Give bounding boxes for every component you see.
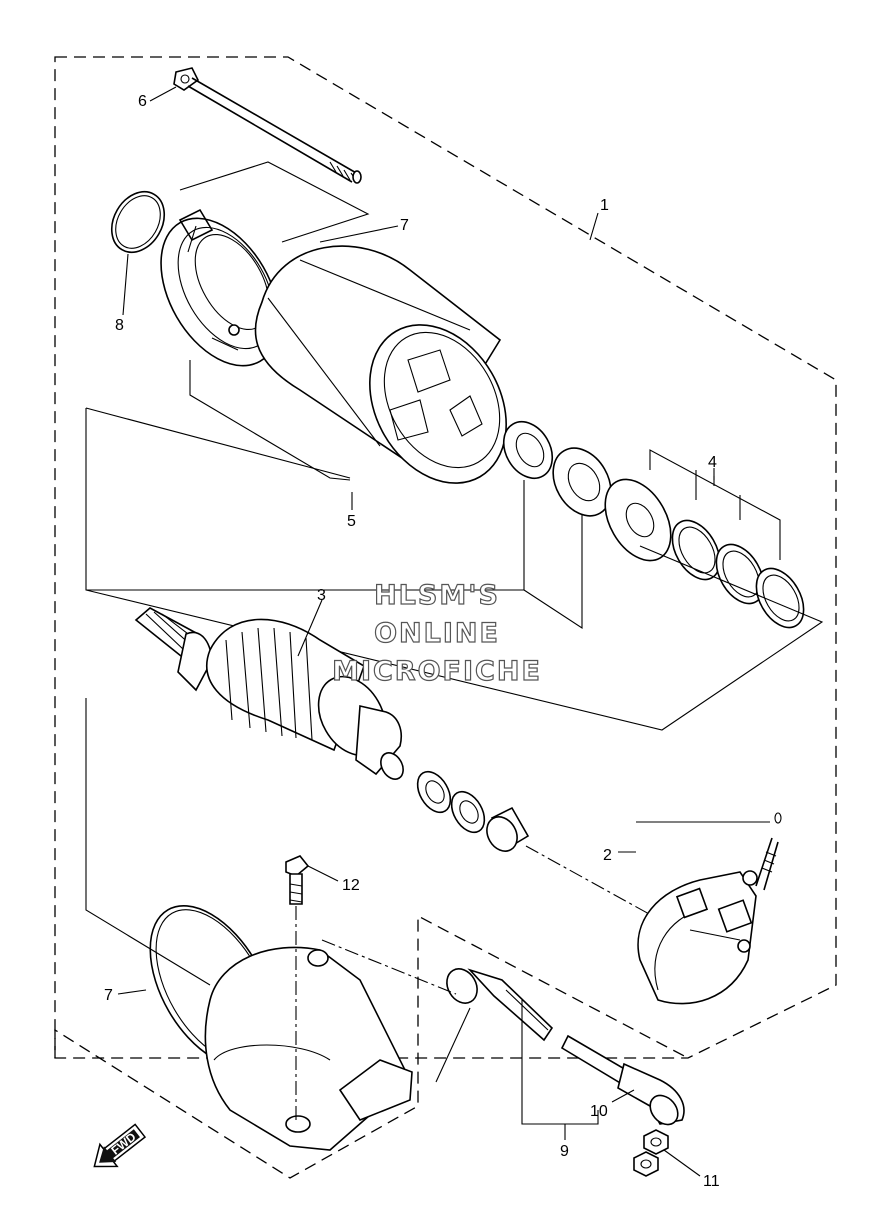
cover-group-bracket bbox=[85, 698, 211, 986]
watermark-line-2: ONLINE bbox=[374, 618, 500, 649]
callout-11: 11 bbox=[703, 1173, 720, 1190]
callout-7-front: 7 bbox=[104, 987, 113, 1004]
through-bolt bbox=[173, 67, 362, 184]
callout-7-rear: 7 bbox=[400, 217, 409, 234]
callout-12: 12 bbox=[342, 877, 360, 894]
oil-seal bbox=[552, 447, 612, 517]
armature bbox=[134, 607, 404, 780]
callout-8: 8 bbox=[115, 317, 124, 334]
centerline-dashdot bbox=[525, 845, 661, 921]
watermark-line-3: MICROFICHE bbox=[332, 656, 542, 687]
fwd-arrow-icon: FWD bbox=[93, 1123, 147, 1168]
armature-group-bracket bbox=[85, 408, 824, 731]
callout-4: 4 bbox=[708, 454, 717, 471]
callout-9: 9 bbox=[560, 1143, 569, 1160]
washer-bracket-line bbox=[649, 449, 781, 560]
callout-6: 6 bbox=[138, 93, 147, 110]
nuts bbox=[633, 1129, 669, 1177]
o-ring-front bbox=[110, 191, 166, 253]
callout-5: 5 bbox=[347, 513, 356, 530]
bearing bbox=[502, 420, 554, 480]
watermark: HLSM'S ONLINE MICROFICHE bbox=[331, 579, 542, 687]
brush-holder-assembly bbox=[637, 812, 782, 1005]
callout-2: 2 bbox=[603, 847, 612, 864]
callout-1: 1 bbox=[600, 197, 609, 214]
lower-assembly-boundary-dashed bbox=[54, 914, 689, 1179]
mounting-bolt bbox=[285, 855, 310, 905]
watermark-line-1: HLSM'S bbox=[374, 580, 500, 611]
lead-wire bbox=[446, 968, 685, 1126]
lead-bracket-line bbox=[435, 1007, 471, 1083]
armature-washers bbox=[416, 770, 530, 852]
bolt-bracket-line bbox=[179, 161, 370, 243]
housing-bracket-line bbox=[189, 360, 351, 481]
front-cover bbox=[149, 904, 413, 1151]
motor-yoke-housing bbox=[254, 245, 507, 484]
rear-cover bbox=[160, 208, 280, 367]
callout-3: 3 bbox=[317, 587, 326, 604]
callout-10: 10 bbox=[590, 1103, 608, 1120]
